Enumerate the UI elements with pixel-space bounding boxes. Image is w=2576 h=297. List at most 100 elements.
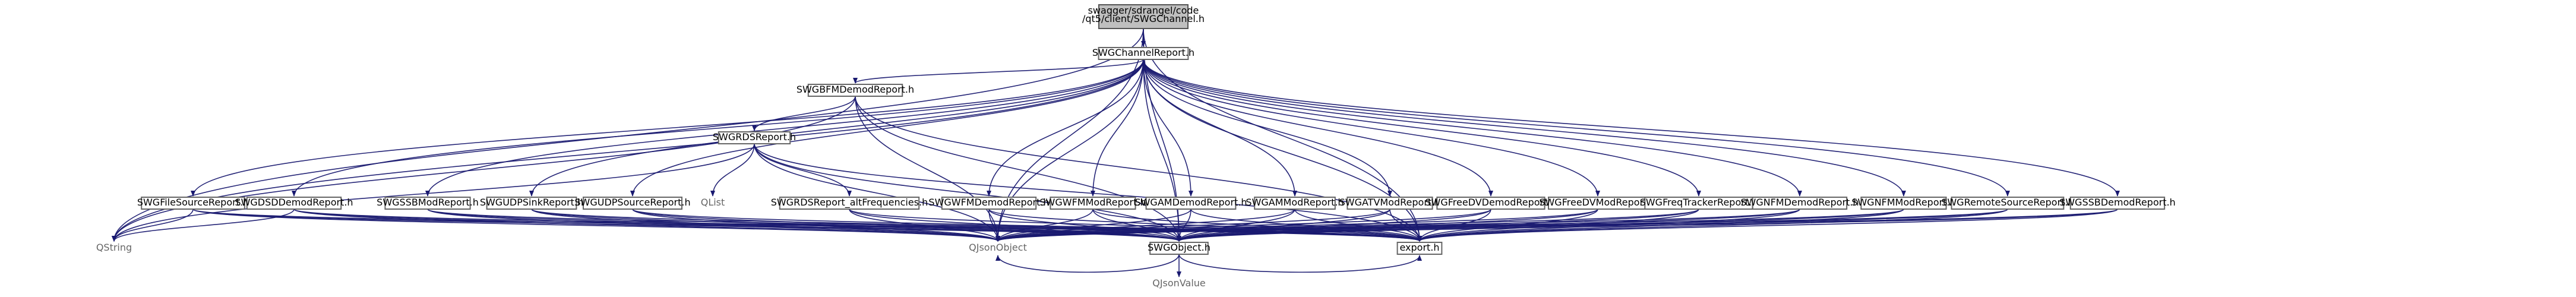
root-label-line-2: /qt5/client/SWGChannel.h [1082,13,1205,24]
edge-channel_report-to-bfm_demod_report [853,59,1144,84]
edge-bfm_demod_report-to-qstring [112,96,856,242]
node-rds-report[interactable]: SWGRDSReport.h [713,131,796,144]
node-file-source-report[interactable]: SWGFileSourceReport.h [137,197,249,210]
node-udp-sink-report[interactable]: SWGUDPSinkReport.h [480,197,583,210]
edge-wfm_mod_report-to-qjsonobject [995,208,1093,242]
node-label: SWGAMModReport.h [1246,197,1344,208]
node-box [779,197,920,210]
node-nfm-demod-report[interactable]: SWGNFMDemodReport.h [1740,197,1859,210]
edge-am_demod_report-to-qjsonobject [995,208,1191,242]
node-box [1347,197,1433,210]
edge-dsd_demod_report-to-qstring [112,208,295,242]
node-box [141,197,245,210]
node-box [486,197,577,210]
root-label-line-1: swagger/sdrangel/code [1088,5,1199,16]
node-box [1860,197,1947,210]
node-box [583,197,682,210]
node-label: QJsonValue [1152,277,1206,289]
edge-channel_report-to-dsd_demod_report [292,59,1144,197]
node-rds-alt-freq[interactable]: SWGRDSReport_altFrequencies.h [771,197,928,210]
edge-atv_mod_report-to-qjsonobject [995,208,1390,242]
node-label: SWGNFMDemodReport.h [1740,197,1858,208]
node-label: SWGSSBDemodReport.h [2059,197,2176,208]
node-atv-mod-report[interactable]: SWGATVModReport.h [1339,197,1441,210]
edge-wfm_mod_report-to-swg_object [1092,208,1181,242]
node-am-mod-report[interactable]: SWGAMModReport.h [1246,197,1344,210]
node-label: SWGWFMModReport.h [1039,197,1146,208]
edge-swg_object-to-qjsonobject [995,254,1180,273]
edge-ssb_demod_report-to-swg_object [1177,208,2118,242]
node-freedv-mod-report[interactable]: SWGFreeDVModReport.h [1539,197,1657,210]
edge-channel_report-to-wfm_demod_report [987,59,1144,197]
node-dsd-demod-report[interactable]: SWGDSDDemodReport.h [235,197,353,210]
node-box [2069,197,2166,210]
node-box [1254,197,1336,210]
edge-rds_report-to-qlist [710,143,755,197]
node-label: QString [96,242,132,253]
edge-rds_report-to-export [754,143,1422,242]
node-label: SWGUDPSinkReport.h [480,197,583,208]
node-am-demod-report[interactable]: SWGAMDemodReport.h [1134,197,1247,210]
node-label: QJsonObject [969,242,1027,253]
edge-file_source_report-to-qstring [112,208,194,242]
edge-udp_sink_report-to-qjsonobject [531,208,1000,242]
edge-bfm_demod_report-to-swg_object [855,96,1181,242]
node-freedv-demod-report[interactable]: SWGFreeDVDemodReport.h [1425,197,1557,210]
node-box [1050,197,1136,210]
node-qjsonobject: QJsonObject [969,242,1027,253]
edge-channel_report-to-udp_sink_report [529,59,1144,197]
edge-bfm_demod_report-to-rds_report [752,96,856,131]
node-box [1145,197,1237,210]
edge-freedv_demod_report-to-qjsonobject [995,208,1491,242]
edge-channel_report-to-udp_source_report [630,59,1144,197]
node-label: SWGWFMDemodReport.h [928,197,1049,208]
edge-dsd_demod_report-to-qjsonobject [293,208,1000,242]
edge-channel_report-to-am_demod_report [1143,59,1193,197]
node-label: SWGUDPSourceReport.h [574,197,690,208]
edge-udp_source_report-to-qjsonobject [632,208,1000,242]
node-channel-report[interactable]: SWGChannelReport.h [1092,47,1194,60]
edge-rds_report-to-swg_object [754,143,1181,242]
node-label: SWGDSDDemodReport.h [235,197,353,208]
node-ssb-demod-report[interactable]: SWGSSBDemodReport.h [2059,197,2176,210]
node-label: SWGChannelReport.h [1092,47,1194,58]
node-ssb-mod-report[interactable]: SWGSSBModReport.h [377,197,479,210]
node-root-swgchannel[interactable]: swagger/sdrangel/code/qt5/client/SWGChan… [1082,4,1205,29]
node-box [1098,4,1189,29]
edge-channel_report-to-freq_tracker_report [1143,59,1701,197]
edge-channel_report-to-freedv_mod_report [1143,59,1600,197]
node-box [246,197,342,210]
edge-bfm_demod_report-to-export [855,96,1422,242]
node-qlist: QList [701,197,725,208]
edge-swg_object-to-export [1178,254,1422,273]
node-udp-source-report[interactable]: SWGUDPSourceReport.h [574,197,691,210]
node-nfm-mod-report[interactable]: SWGNFMModReport.h [1851,197,1956,210]
node-label: SWGRDSReport.h [713,131,796,143]
node-freq-tracker-report[interactable]: SWGFreqTrackerReport.h [1640,197,1758,210]
node-wfm-demod-report[interactable]: SWGWFMDemodReport.h [928,197,1050,210]
edge-udp_source_report-to-export [632,208,1422,242]
node-label: SWGRDSReport_altFrequencies.h [771,197,928,208]
node-label: SWGFreqTrackerReport.h [1640,197,1758,208]
edge-am_mod_report-to-qjsonobject [995,208,1295,242]
edge-channel_report-to-ssb_demod_report [1143,59,2120,197]
node-box [1149,242,1209,255]
node-box [718,131,791,144]
node-label: SWGRemoteSourceReport.h [1941,197,2074,208]
edge-rds_report-to-qstring [112,143,755,242]
node-swg-object[interactable]: SWGObject.h [1148,242,1210,255]
node-remote-source-report[interactable]: SWGRemoteSourceReport.h [1941,197,2074,210]
node-wfm-mod-report[interactable]: SWGWFMModReport.h [1039,197,1146,210]
node-export[interactable]: export.h [1396,242,1443,255]
node-bfm-demod-report[interactable]: SWGBFMDemodReport.h [796,84,914,97]
node-box [1396,242,1443,255]
edge-channel_report-to-freedv_demod_report [1143,59,1493,197]
node-box [1951,197,2065,210]
node-label: export.h [1399,242,1439,253]
edge-channel_report-to-ssb_mod_report [425,59,1144,197]
dependency-nodes: SWGChannelReport.hSWGBFMDemodReport.hSWG… [96,4,2176,289]
node-label: QList [701,197,725,208]
node-label: SWGFileSourceReport.h [137,197,249,208]
node-label: SWGFreeDVDemodReport.h [1425,197,1556,208]
